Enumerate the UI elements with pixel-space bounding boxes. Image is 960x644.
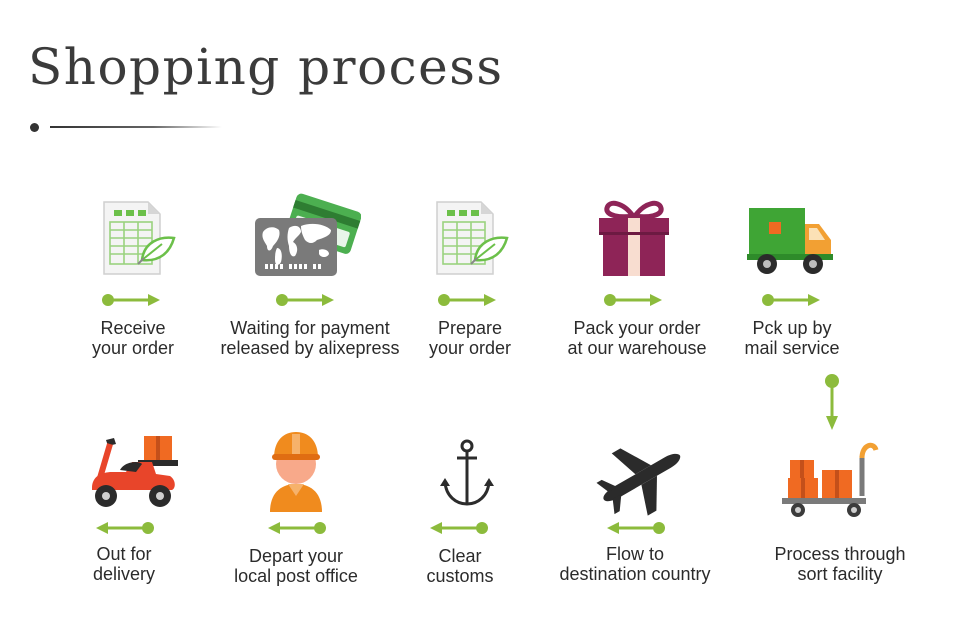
arrow-left bbox=[607, 522, 665, 534]
title-underline-dot bbox=[30, 123, 39, 132]
arrow-right bbox=[604, 294, 662, 306]
arrow-left bbox=[96, 522, 154, 534]
postman-icon bbox=[270, 432, 322, 512]
arrow-left bbox=[430, 522, 488, 534]
scooter-icon bbox=[92, 436, 178, 507]
anchor-icon bbox=[440, 439, 494, 506]
arrow-right bbox=[762, 294, 820, 306]
spreadsheet-icon bbox=[436, 201, 509, 275]
title-underline bbox=[50, 126, 222, 128]
arrow-down bbox=[825, 374, 839, 430]
arrow-right bbox=[102, 294, 160, 306]
arrow-left bbox=[268, 522, 326, 534]
spreadsheet-icon bbox=[103, 201, 176, 275]
credit-card-world-map-icon bbox=[255, 193, 361, 276]
arrow-right bbox=[276, 294, 334, 306]
arrow-right bbox=[438, 294, 496, 306]
hand-cart-icon bbox=[782, 442, 879, 517]
gift-box-icon bbox=[599, 200, 669, 276]
page-title: Shopping process bbox=[28, 38, 504, 96]
delivery-truck-icon bbox=[747, 208, 833, 274]
airplane-icon bbox=[596, 448, 681, 516]
